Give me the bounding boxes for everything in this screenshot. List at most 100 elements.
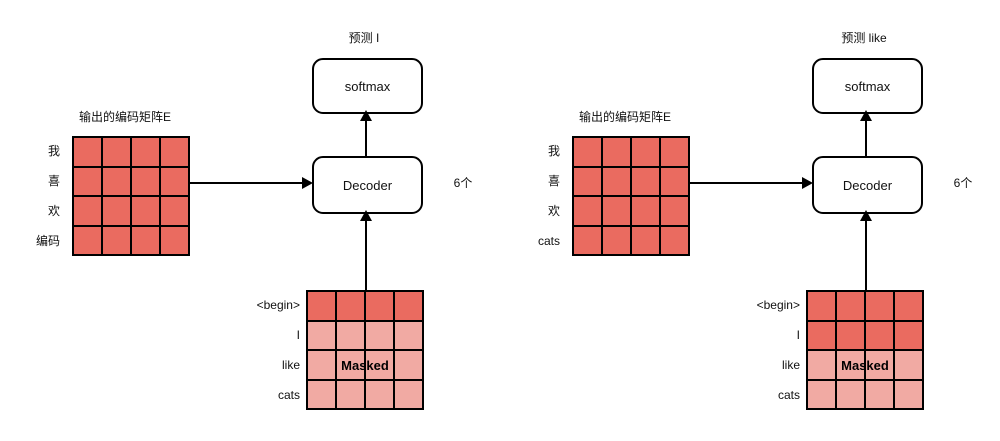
matrix-cell: [74, 138, 101, 166]
matrix-cell: [74, 226, 101, 254]
matrix-cell: [103, 138, 130, 166]
matrix-cell: [161, 197, 188, 225]
diagram-predict-i: 预测 I softmax Decoder 6个 输出的编码矩阵E 我 喜 欢 编…: [6, 31, 473, 410]
input-row-label: <begin>: [756, 297, 800, 312]
input-to-decoder-arrow-line: [865, 220, 867, 290]
decoder-to-softmax-arrow-line: [365, 120, 367, 156]
matrix-cell: [74, 167, 101, 195]
matrix-cell: [132, 197, 159, 225]
prediction-title: 预测 I: [348, 31, 380, 45]
matrix-cell: [395, 351, 422, 379]
encoder-row-label: 编码: [35, 233, 60, 248]
matrix-cell: [808, 351, 835, 379]
encoder-row-label: cats: [537, 233, 560, 248]
input-row-label: cats: [777, 387, 800, 402]
matrix-cell: [837, 351, 864, 379]
diagram-predict-like: 预测 like softmax Decoder 6个 输出的编码矩阵E 我 喜 …: [500, 0, 1000, 441]
softmax-box: softmax: [812, 58, 923, 114]
matrix-cell: [895, 380, 922, 408]
matrix-cell: [366, 351, 393, 379]
matrix-cell: [866, 292, 893, 320]
input-matrix-grid: [306, 290, 424, 410]
matrix-cell: [632, 226, 659, 254]
matrix-cell: [603, 138, 630, 166]
matrix-cell: [837, 292, 864, 320]
encoder-matrix-grid: [572, 136, 690, 256]
matrix-cell: [74, 197, 101, 225]
matrix-cell: [308, 292, 335, 320]
matrix-cell: [395, 321, 422, 349]
matrix-cell: [808, 380, 835, 408]
decoder-to-softmax-arrow-head: [860, 110, 872, 121]
input-matrix-grid: [806, 290, 924, 410]
matrix-cell: [661, 167, 688, 195]
matrix-cell: [808, 321, 835, 349]
encoder-row-label: 欢: [47, 203, 60, 218]
encoder-matrix-title: 输出的编码矩阵E: [78, 110, 171, 124]
matrix-cell: [866, 380, 893, 408]
decoder-to-softmax-arrow-head: [360, 110, 372, 121]
matrix-cell: [632, 167, 659, 195]
masked-label: Masked: [341, 357, 389, 373]
decoder-count-label: 6个: [453, 176, 473, 190]
encoder-row-label: 喜: [547, 173, 560, 188]
encoder-row-label: 喜: [47, 173, 60, 188]
matrix-cell: [366, 321, 393, 349]
encoder-row-label: 我: [47, 143, 60, 158]
matrix-cell: [574, 197, 601, 225]
matrix-cell: [161, 167, 188, 195]
matrix-cell: [103, 226, 130, 254]
decoder-box: Decoder: [312, 156, 423, 214]
matrix-cell: [837, 321, 864, 349]
matrix-cell: [308, 351, 335, 379]
encoder-row-labels: 我 喜 欢 编码: [6, 136, 60, 256]
matrix-cell: [103, 197, 130, 225]
matrix-cell: [661, 226, 688, 254]
masked-label: Masked: [841, 357, 889, 373]
input-to-decoder-arrow-head: [360, 210, 372, 221]
input-row-label: like: [781, 357, 800, 372]
encoder-to-decoder-arrow-line: [190, 182, 303, 184]
matrix-cell: [661, 197, 688, 225]
input-to-decoder-arrow-head: [860, 210, 872, 221]
encoder-matrix-title: 输出的编码矩阵E: [578, 110, 671, 124]
matrix-cell: [132, 226, 159, 254]
softmax-box: softmax: [312, 58, 423, 114]
matrix-cell: [337, 292, 364, 320]
matrix-cell: [632, 138, 659, 166]
input-row-label: I: [296, 327, 300, 342]
matrix-cell: [632, 197, 659, 225]
encoder-row-labels: 我 喜 欢 cats: [506, 136, 560, 256]
input-to-decoder-arrow-line: [365, 220, 367, 290]
encoder-to-decoder-arrow-head: [802, 177, 813, 189]
matrix-cell: [661, 138, 688, 166]
decoder-box: Decoder: [812, 156, 923, 214]
matrix-cell: [161, 226, 188, 254]
decoder-count-label: 6个: [953, 176, 973, 190]
matrix-cell: [603, 197, 630, 225]
input-row-label: like: [281, 357, 300, 372]
matrix-cell: [337, 351, 364, 379]
matrix-cell: [132, 167, 159, 195]
matrix-cell: [895, 351, 922, 379]
matrix-cell: [574, 167, 601, 195]
matrix-cell: [308, 380, 335, 408]
matrix-cell: [366, 292, 393, 320]
matrix-cell: [337, 380, 364, 408]
input-row-labels: <begin> I like cats: [234, 290, 300, 410]
input-row-label: <begin>: [256, 297, 300, 312]
matrix-cell: [866, 351, 893, 379]
matrix-cell: [837, 380, 864, 408]
matrix-cell: [161, 138, 188, 166]
matrix-cell: [866, 321, 893, 349]
encoder-to-decoder-arrow-head: [302, 177, 313, 189]
matrix-cell: [395, 380, 422, 408]
matrix-cell: [895, 292, 922, 320]
matrix-cell: [132, 138, 159, 166]
matrix-cell: [337, 321, 364, 349]
decoder-to-softmax-arrow-line: [865, 120, 867, 156]
matrix-cell: [366, 380, 393, 408]
matrix-cell: [895, 321, 922, 349]
matrix-cell: [574, 226, 601, 254]
